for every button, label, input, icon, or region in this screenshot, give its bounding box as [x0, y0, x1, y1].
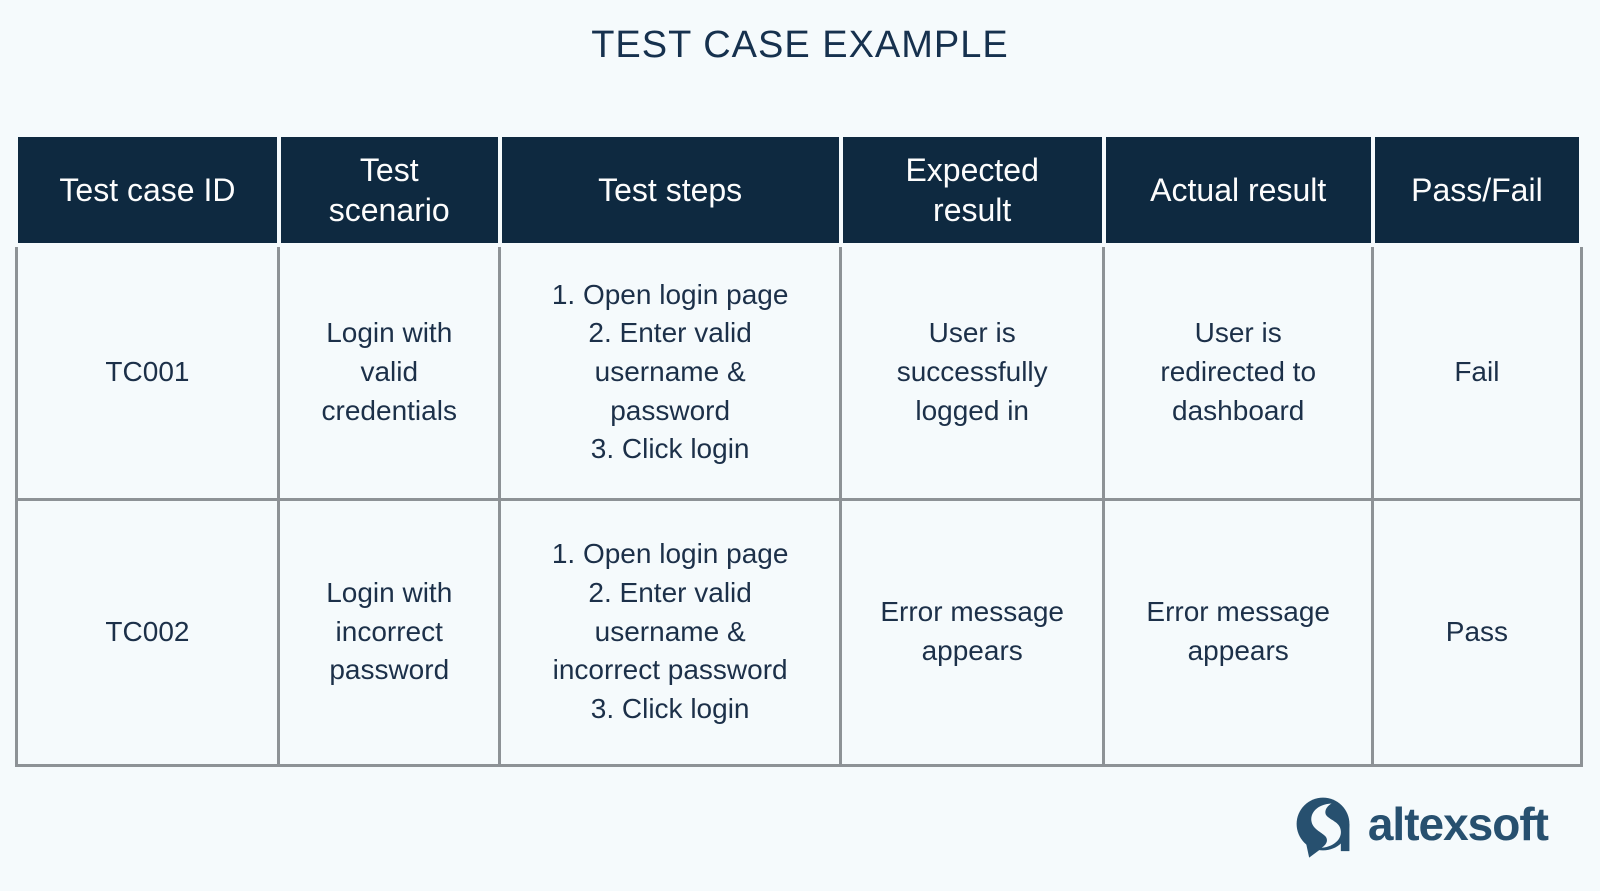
cell-expected-result: Error message appears: [839, 497, 1106, 767]
cell-actual-result: User is redirected to dashboard: [1102, 243, 1375, 501]
column-header-pass-fail: Pass/Fail: [1370, 133, 1584, 247]
cell-actual-result: Error message appears: [1102, 497, 1375, 767]
cell-test-steps: 1. Open login page 2. Enter valid userna…: [498, 497, 843, 767]
table-row-tc001: TC001 Login with valid credentials 1. Op…: [14, 243, 1583, 501]
page-title: TEST CASE EXAMPLE: [591, 24, 1009, 66]
column-header-test-scenario: Test scenario: [276, 133, 502, 247]
cell-test-steps: 1. Open login page 2. Enter valid userna…: [498, 243, 843, 501]
altexsoft-logo-icon: [1296, 797, 1350, 858]
test-case-table: Test case ID Test scenario Test steps Ex…: [14, 133, 1584, 767]
cell-test-scenario: Login with valid credentials: [277, 243, 502, 501]
cell-pass-fail: Fail: [1371, 243, 1583, 501]
table-row-tc002: TC002 Login with incorrect password 1. O…: [14, 497, 1583, 767]
table-header-row: Test case ID Test scenario Test steps Ex…: [14, 133, 1584, 247]
column-header-actual-result: Actual result: [1101, 133, 1375, 247]
cell-expected-result: User is successfully logged in: [839, 243, 1106, 501]
column-header-test-case-id: Test case ID: [14, 133, 281, 247]
altexsoft-logo: altexsoft: [1292, 791, 1549, 861]
cell-test-scenario: Login with incorrect password: [277, 497, 502, 767]
altexsoft-logo-text: altexsoft: [1367, 798, 1549, 850]
cell-pass-fail: Pass: [1371, 497, 1583, 767]
column-header-expected-result: Expected result: [838, 133, 1106, 247]
cell-test-case-id: TC001: [14, 243, 281, 501]
test-case-table-container: Test case ID Test scenario Test steps Ex…: [14, 133, 1584, 767]
column-header-test-steps: Test steps: [497, 133, 843, 247]
cell-test-case-id: TC002: [14, 497, 281, 767]
